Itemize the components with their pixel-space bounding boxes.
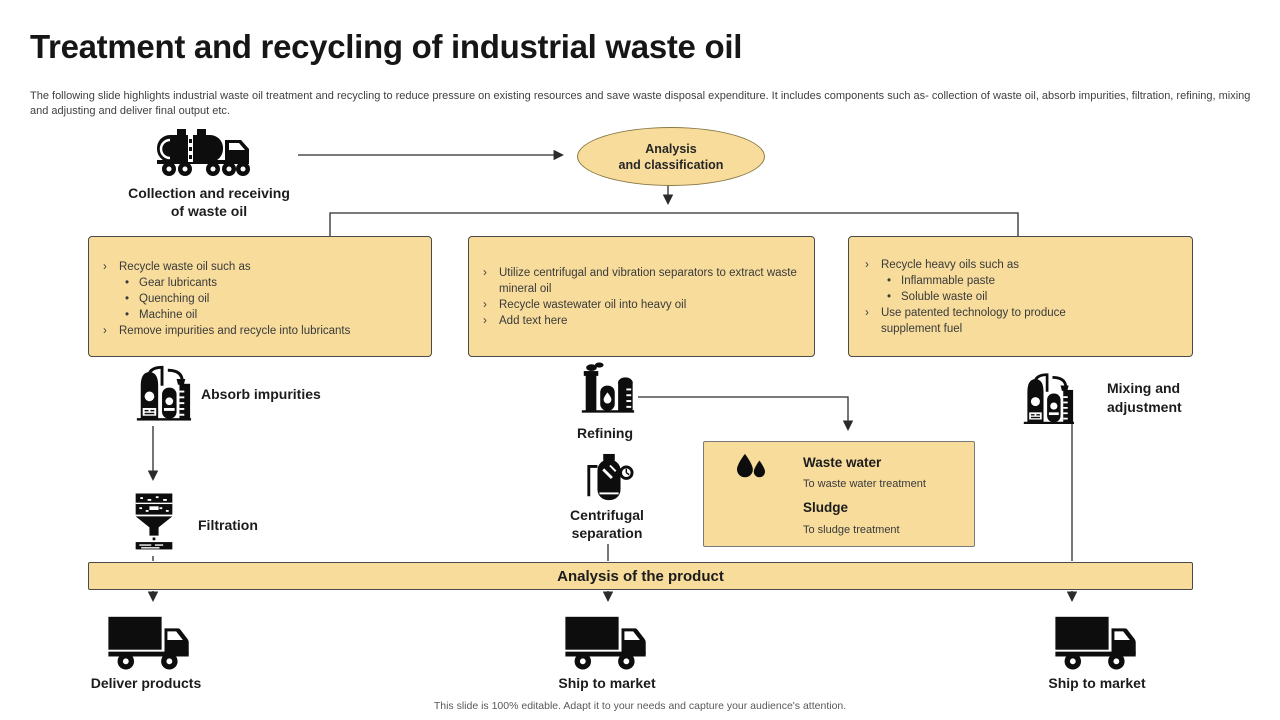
- tanker-truck-icon: [154, 126, 266, 178]
- centrifugal-separation-label: Centrifugal separation: [570, 507, 644, 541]
- bullet-text: Utilize centrifugal and vibration separa…: [499, 267, 797, 295]
- bullet-text: Machine oil: [139, 309, 198, 321]
- delivery-truck-icon: [561, 611, 653, 671]
- bullet-text: Inflammable paste: [901, 275, 995, 287]
- analysis-of-product-label: Analysis of the product: [557, 567, 724, 585]
- ship-to-market-right-label: Ship to market: [1048, 675, 1146, 691]
- arrow-refining-to-wastebox: [638, 396, 854, 431]
- bullet-text: Gear lubricants: [139, 277, 217, 289]
- bullet-text: Remove impurities and recycle into lubri…: [119, 325, 351, 337]
- analysis-classification-node: Analysis and classification: [577, 127, 765, 186]
- left-options-box: › Recycle waste oil such as • Gear lubri…: [88, 236, 432, 357]
- centrifuge-tank-icon: [584, 452, 634, 504]
- bullet-marker: •: [125, 277, 130, 289]
- processing-plant-icon: [133, 364, 193, 421]
- list-item: • Quenching oil: [121, 291, 421, 307]
- list-item: › Recycle waste oil such as: [99, 259, 421, 275]
- list-item: › Recycle heavy oils such as: [861, 257, 1102, 273]
- bullet-marker: •: [887, 275, 892, 287]
- bullet-marker: ›: [483, 299, 487, 311]
- waste-water-subtitle: To waste water treatment: [803, 478, 926, 490]
- branch-line: [329, 212, 1019, 236]
- analysis-label-line2: and classification: [618, 157, 724, 172]
- bullet-marker: ›: [103, 261, 107, 273]
- mixing-adjustment-label: Mixing and adjustment: [1107, 380, 1182, 415]
- collection-label: Collection and receiving of waste oil: [128, 185, 290, 219]
- deliver-products-label: Deliver products: [90, 675, 202, 691]
- list-item: › Utilize centrifugal and vibration sepa…: [479, 265, 804, 297]
- water-drops-icon: [734, 453, 768, 481]
- bullet-marker: •: [887, 291, 892, 303]
- bullet-marker: ›: [865, 259, 869, 271]
- list-item: › Add text here: [479, 313, 804, 329]
- absorb-impurities-label: Absorb impurities: [201, 386, 321, 402]
- bullet-marker: ›: [865, 307, 869, 319]
- list-item: • Soluble waste oil: [883, 289, 1102, 305]
- list-item: • Inflammable paste: [883, 273, 1102, 289]
- bullet-marker: •: [125, 293, 130, 305]
- bullet-text: Use patented technology to produce suppl…: [881, 307, 1066, 335]
- refinery-smokestack-icon: [577, 362, 637, 413]
- sludge-subtitle: To sludge treatment: [803, 524, 900, 536]
- bullet-text: Recycle wastewater oil into heavy oil: [499, 299, 687, 311]
- waste-water-sludge-box: Waste water To waste water treatment Slu…: [703, 441, 975, 547]
- bullet-marker: ›: [103, 325, 107, 337]
- right-options-box: › Recycle heavy oils such as • Inflammab…: [848, 236, 1193, 357]
- middle-options-box: › Utilize centrifugal and vibration sepa…: [468, 236, 815, 357]
- analysis-label-line1: Analysis: [645, 141, 697, 156]
- delivery-truck-icon: [1051, 611, 1143, 671]
- filter-funnel-icon: [132, 488, 176, 554]
- slide-subtitle: The following slide highlights industria…: [30, 90, 1251, 117]
- ship-to-market-mid-label: Ship to market: [558, 675, 656, 691]
- page-title: Treatment and recycling of industrial wa…: [30, 28, 743, 65]
- bullet-text: Recycle heavy oils such as: [881, 259, 1020, 271]
- bullet-text: Soluble waste oil: [901, 291, 988, 303]
- bullet-text: Add text here: [499, 315, 568, 327]
- list-item: • Gear lubricants: [121, 275, 421, 291]
- bullet-marker: ›: [483, 315, 487, 327]
- analysis-of-product-bar: Analysis of the product: [88, 562, 1193, 590]
- delivery-truck-icon: [104, 611, 196, 671]
- list-item: • Machine oil: [121, 307, 421, 323]
- bullet-marker: ›: [483, 267, 487, 279]
- slide-footer-note: This slide is 100% editable. Adapt it to…: [433, 700, 847, 712]
- waste-water-title: Waste water: [803, 455, 882, 470]
- filtration-label: Filtration: [198, 517, 258, 533]
- list-item: › Recycle wastewater oil into heavy oil: [479, 297, 804, 313]
- refining-label: Refining: [577, 425, 633, 441]
- bullet-text: Recycle waste oil such as: [119, 261, 251, 273]
- processing-plant-icon: [1018, 372, 1078, 424]
- bullet-text: Quenching oil: [139, 293, 210, 305]
- sludge-title: Sludge: [803, 500, 849, 515]
- list-item: › Remove impurities and recycle into lub…: [99, 323, 421, 339]
- bullet-marker: •: [125, 309, 130, 321]
- list-item: › Use patented technology to produce sup…: [861, 305, 1102, 337]
